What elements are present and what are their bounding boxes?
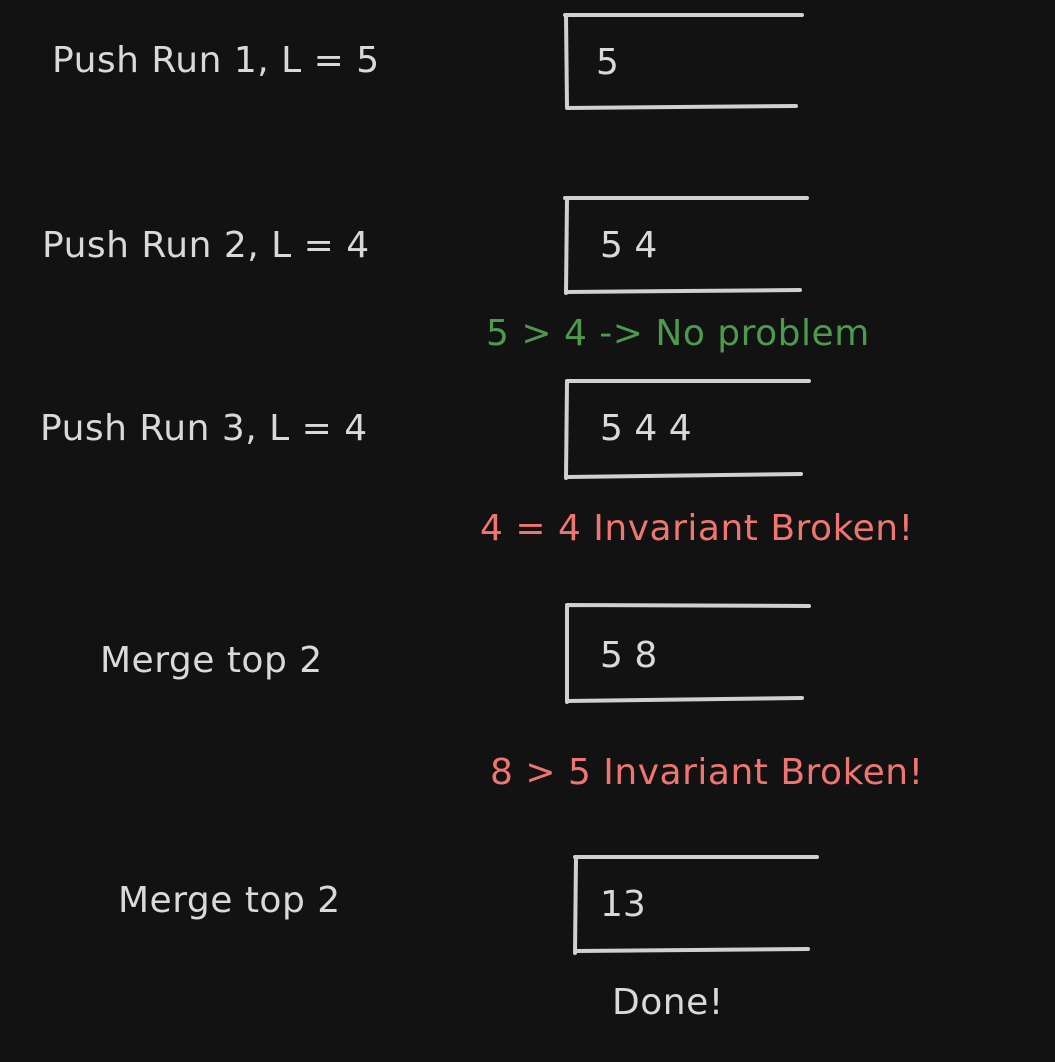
stack-box-3: [564, 379, 811, 480]
stack-values-4: 5 8: [600, 635, 658, 676]
stack-values-1: 5: [596, 42, 619, 83]
note-invariant-broken-2: 8 > 5 Invariant Broken!: [490, 752, 924, 793]
stack-values-5: 13: [600, 884, 646, 925]
step-4-label: Merge top 2: [100, 640, 323, 681]
step-3-label: Push Run 3, L = 4: [40, 408, 368, 449]
stack-box-4: [565, 603, 811, 704]
step-1-label: Push Run 1, L = 5: [52, 40, 380, 81]
stack-box-2: [563, 196, 809, 295]
stack-box-1: [563, 13, 804, 110]
note-invariant-broken-1: 4 = 4 Invariant Broken!: [480, 508, 914, 549]
note-done: Done!: [612, 982, 724, 1023]
stack-values-3: 5 4 4: [600, 408, 692, 449]
note-no-problem: 5 > 4 -> No problem: [486, 313, 870, 354]
stack-box-5: [573, 855, 819, 955]
step-2-label: Push Run 2, L = 4: [42, 225, 370, 266]
step-5-label: Merge top 2: [118, 880, 341, 921]
stack-values-2: 5 4: [600, 225, 658, 266]
